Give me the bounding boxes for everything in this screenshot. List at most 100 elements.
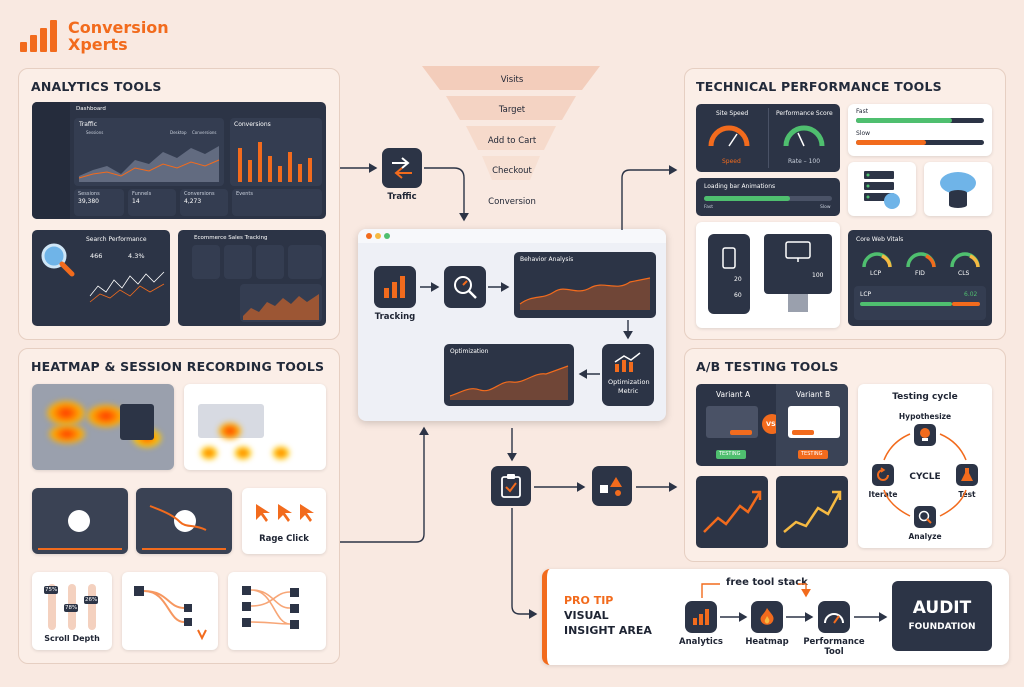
logo-bars-icon — [20, 20, 57, 52]
core-web-vitals-card: Core Web Vitals LCP FID CLS LCP 6.02 — [848, 230, 992, 326]
loading-slow: Slow — [820, 205, 831, 210]
protip-heatmap-label: Heatmap — [745, 637, 789, 647]
dashboard-label: Dashboard — [76, 106, 106, 112]
traffic-arrows-icon — [392, 157, 412, 179]
heatmap-title: HEATMAP & SESSION RECORDING TOOLS — [31, 359, 325, 374]
ecom-mini-1 — [192, 245, 220, 279]
testing-cycle-card: Testing cycle Hypothesize CYCLE Iterate … — [858, 384, 992, 548]
heat-spot-6 — [200, 446, 218, 460]
iterate-label: Iterate — [868, 490, 898, 499]
protip-tool-label: Tool — [824, 647, 844, 657]
magnifier-icon — [41, 243, 75, 277]
phone-metric-20: 20 — [734, 276, 742, 283]
optimization-label: Optimization — [450, 348, 489, 355]
traffic-node-label: Traffic — [387, 192, 417, 202]
scroll-bar-1 — [48, 584, 56, 630]
search-value-2: 4.3% — [128, 252, 145, 260]
brand-logo: Conversion Xperts — [20, 18, 170, 54]
optimization-metric-node: Optimization Metric — [602, 344, 654, 406]
lcp-gauge — [862, 252, 892, 268]
traffic-node — [382, 148, 422, 188]
scroll-depth-label: Scroll Depth — [44, 634, 100, 643]
protip-performance-label: Performance — [803, 637, 865, 647]
protip-insight: INSIGHT AREA — [564, 624, 652, 637]
rage-click-cursors-icon — [256, 504, 314, 522]
stat-card-funnels: Funnels 14 — [128, 189, 176, 216]
scroll-value-3: 26% — [84, 596, 99, 604]
tracking-node — [374, 266, 416, 308]
brand-line1: Conversion — [68, 18, 169, 37]
protip-analytics-node — [685, 601, 717, 633]
testing-badge-a — [716, 450, 746, 459]
video1-progress[interactable] — [38, 548, 122, 550]
ecom-chart — [240, 284, 322, 322]
conversions-chart-card: Conversions — [230, 118, 322, 186]
hypothesize-label: Hypothesize — [898, 412, 952, 421]
traffic-legend-3: Conversions — [192, 130, 217, 135]
funnel-stage-checkout: Checkout — [492, 166, 532, 176]
testing-label-b: TESTING — [801, 451, 823, 457]
variant-a-label: Variant A — [716, 390, 751, 399]
hypothesize-node — [914, 424, 936, 446]
cloud-database-card — [924, 162, 992, 216]
cloud-database-icon — [940, 172, 976, 208]
behavior-area-chart — [519, 277, 651, 310]
tracking-label: Tracking — [374, 312, 416, 322]
testing-label-a: TESTING — [719, 451, 741, 457]
funnel-stage-visits: Visits — [500, 75, 524, 85]
variant-b-button — [792, 430, 814, 435]
monitor-metric-100: 100 — [812, 272, 824, 279]
loading-bar-label: Loading bar Animations — [704, 183, 776, 190]
rage-click-label: Rage Click — [259, 534, 309, 544]
stat-label-sessions: Sessions — [78, 191, 100, 197]
conversions-bar-chart — [238, 142, 312, 182]
optimization-area-chart — [449, 365, 569, 400]
monitor-stand — [788, 294, 808, 312]
conversion-funnel — [422, 66, 600, 180]
search-line-chart — [89, 271, 165, 303]
fid-gauge — [906, 252, 936, 268]
traffic-legend-2: Desktop — [170, 130, 187, 135]
speed-gauge — [708, 125, 750, 147]
user-flow-diagram-2 — [242, 586, 299, 629]
traffic-area-chart — [78, 146, 220, 182]
video1-play-button[interactable] — [68, 510, 90, 532]
variant-card: Variant A VS Variant B TESTING TESTING — [696, 384, 848, 466]
behavior-analysis-card: Behavior Analysis — [514, 252, 656, 318]
analyze-node — [914, 506, 936, 528]
fid-label: FID — [915, 270, 925, 277]
window-dot-red[interactable] — [366, 233, 372, 239]
stat-value-funnels: 14 — [132, 198, 140, 205]
testing-badge-b — [798, 450, 828, 459]
trend-card-a — [696, 476, 768, 548]
protip-performance-node — [818, 601, 850, 633]
user-flow-card-2 — [228, 572, 326, 650]
video2-progress[interactable] — [142, 548, 226, 550]
monitor-icon — [785, 241, 811, 262]
heat-spot-2 — [86, 404, 126, 428]
server-cloud-card — [848, 162, 916, 216]
stat-label-conversions: Conversions — [184, 191, 215, 197]
heat-spot-3 — [48, 424, 86, 444]
analyze-magnifier-icon — [918, 510, 932, 524]
tracking-bars-icon — [384, 276, 405, 298]
refresh-icon — [877, 467, 889, 481]
heatmap-card-2 — [184, 384, 326, 470]
variant-b-label: Variant B — [796, 390, 831, 399]
devices-card: 20 60 100 — [696, 222, 840, 328]
ecom-mini-2 — [224, 245, 252, 279]
scroll-value-2: 78% — [64, 604, 79, 612]
lcp-bar-orange — [952, 302, 980, 306]
server-stack-icon — [864, 171, 900, 209]
analysis-node — [444, 266, 486, 308]
heat-spot-7 — [234, 446, 252, 460]
cycle-arrows — [883, 433, 967, 517]
window-dot-yellow[interactable] — [375, 233, 381, 239]
protip-label: PRO TIP — [564, 594, 614, 607]
ecom-mini-3 — [256, 245, 284, 279]
stat-value-sessions: 39,380 — [78, 198, 99, 205]
brand-line2: Xperts — [68, 35, 128, 54]
window-dot-green[interactable] — [384, 233, 390, 239]
iterate-node — [872, 464, 894, 486]
traffic-legend-1: Sessions — [86, 130, 104, 135]
